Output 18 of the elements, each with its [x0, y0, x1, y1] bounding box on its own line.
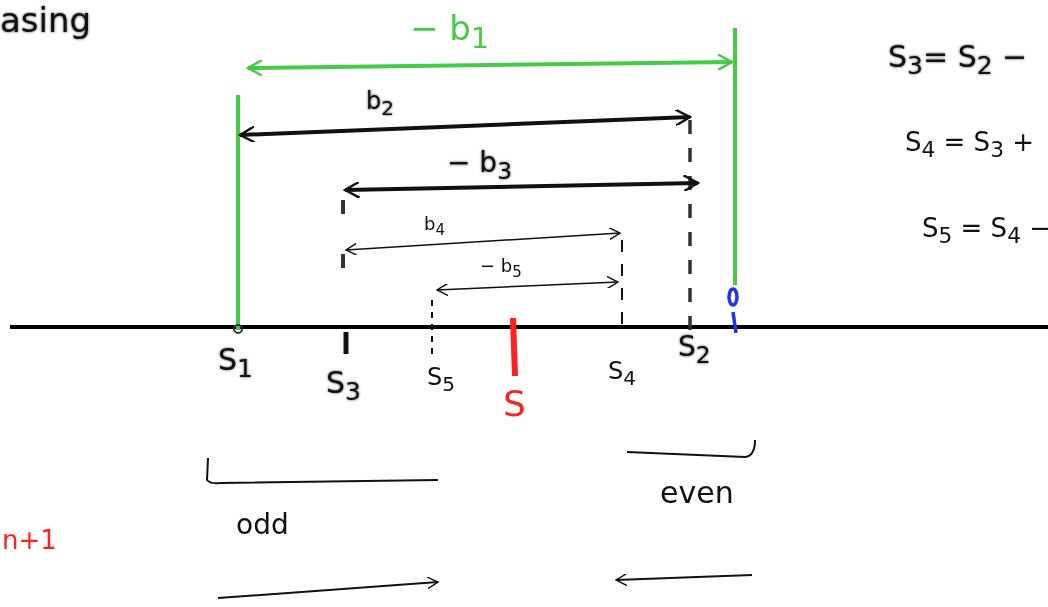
handwritten-note: even — [660, 476, 734, 509]
dimension-label: b$_{2}$ — [366, 88, 394, 119]
equation: S$_{4}$ = S$_{3}$ + — [905, 128, 1034, 162]
point-label: S$_{2}$ — [678, 332, 711, 369]
handwritten-note: odd — [236, 510, 289, 541]
handwritten-note: n+1 — [2, 526, 57, 555]
dimension-label: − b$_{3}$ — [447, 148, 512, 185]
equation: S$_{3}$= S$_{2}$ − — [888, 40, 1028, 80]
dimension-label: b$_{4}$ — [424, 214, 445, 239]
point-label: S$_{4}$ — [608, 358, 636, 389]
dimension-label: − b$_{1}$ — [410, 10, 489, 54]
point-label: S — [503, 384, 526, 424]
dimension-label: − b$_{5}$ — [480, 256, 522, 281]
point-label: S$_{1}$ — [218, 343, 253, 383]
point-label: S$_{3}$ — [326, 366, 361, 406]
equation: S$_{5}$ = S$_{4}$ − — [922, 214, 1048, 248]
handwritten-note: asing — [0, 2, 92, 40]
point-label: S$_{5}$ — [427, 364, 455, 395]
